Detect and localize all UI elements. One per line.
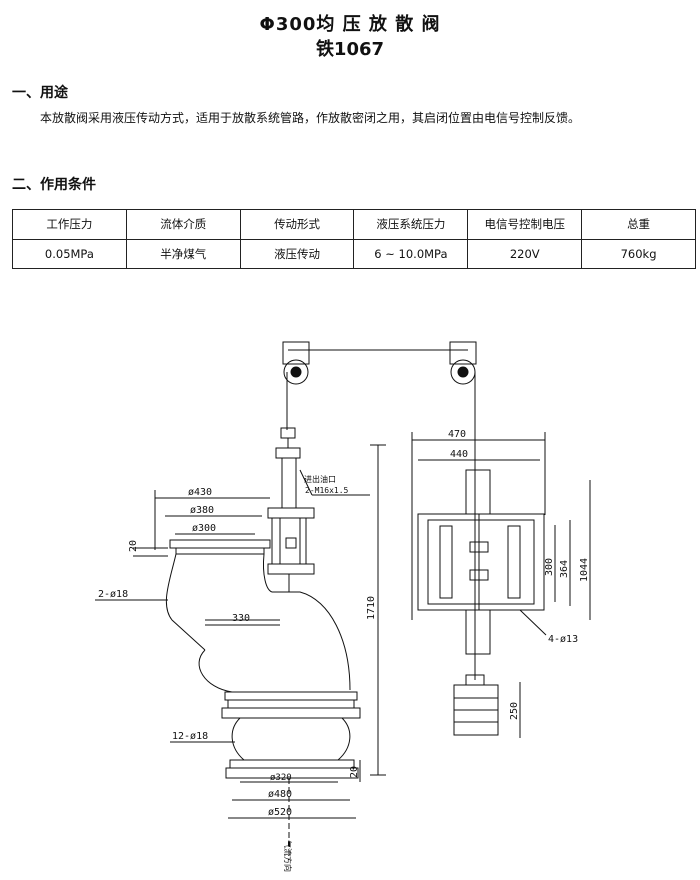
oil-port-label: 进出油口 [304,474,336,484]
header-cell: 传动形式 [239,209,355,240]
dim-h20b: 20 [349,766,360,778]
dim-330: 330 [232,613,250,624]
thread-label: 2-M16x1.5 [305,486,349,495]
pulley-right [449,341,477,385]
dim-2-d18: 2-ø18 [98,589,128,600]
usage-paragraph: 本放散阀采用液压传动方式，适用于放散系统管路，作放散密闭之用，其启闭位置由电信号… [40,111,581,125]
dim-12-d18: 12-ø18 [172,731,208,742]
header-cell: 流体介质 [125,209,241,240]
dim-d380: ø380 [190,505,214,516]
dim-h1710: 1710 [366,596,377,620]
dim-w440: 440 [450,449,468,460]
dim-h1044: 1044 [579,558,590,582]
table-header-row: 工作压力 流体介质 传动形式 液压系统压力 电信号控制电压 总重 [12,209,696,240]
dim-4-d13: 4-ø13 [548,634,578,645]
table-row: 0.05MPa 半净煤气 液压传动 6 ~ 10.0MPa 220V 760kg [12,238,696,269]
header-cell: 工作压力 [12,209,127,240]
dim-d430: ø430 [188,487,212,498]
value-cell: 220V [467,238,583,269]
dim-d520: ø520 [268,807,292,818]
value-cell: 6 ~ 10.0MPa [353,238,469,269]
value-cell: 液压传动 [239,238,355,269]
dim-h250: 250 [509,702,520,720]
dim-w470: 470 [448,429,466,440]
section-heading-conditions: 二、作用条件 [12,177,96,193]
value-cell: 半净煤气 [125,238,241,269]
section-heading-usage: 一、用途 [12,85,68,101]
pulley-left [282,341,310,385]
dim-d300: ø300 [192,523,216,534]
conditions-table: 工作压力 流体介质 传动形式 液压系统压力 电信号控制电压 总重 0.05MPa… [12,209,696,269]
valve-technical-drawing: ø430 ø380 ø300 20 2-ø18 330 1710 进出油口 2-… [95,341,591,872]
flow-direction-label: 气流方向 [283,840,293,872]
dim-h364: 364 [559,560,570,578]
dim-d480: ø480 [268,789,292,800]
dim-h20: 20 [128,540,139,552]
hydraulic-cylinder [267,427,315,592]
side-view [417,469,545,736]
dim-d320: ø320 [270,773,292,783]
front-view-dimensions [95,444,386,819]
header-cell: 液压系统压力 [353,209,469,240]
dim-h300: 300 [544,558,555,576]
value-cell: 0.05MPa [12,238,127,269]
page-subtitle: 铁1067 [315,39,385,60]
value-cell: 760kg [581,238,696,269]
header-cell: 电信号控制电压 [467,209,583,240]
page-title: Φ300均 压 放 散 阀 [259,14,441,35]
side-view-dimensions [411,432,591,738]
valve-body [165,539,361,860]
header-cell: 总重 [581,209,696,240]
